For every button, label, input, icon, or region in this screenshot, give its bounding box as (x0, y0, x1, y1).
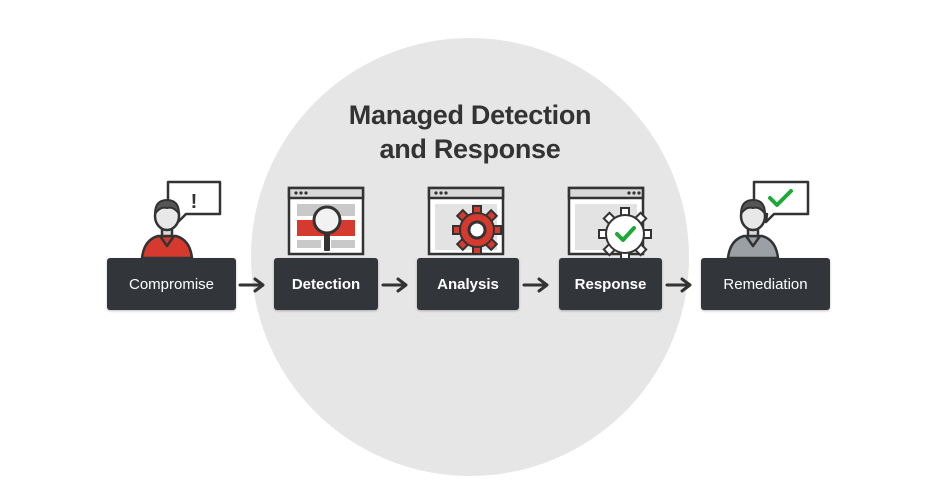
step-label: Analysis (437, 275, 499, 293)
gear-shape (598, 207, 652, 258)
person-figure (140, 198, 194, 260)
arrow-icon (522, 277, 549, 293)
magnifier-window-icon (287, 186, 365, 256)
step-remediation: Remediation (701, 258, 830, 310)
step-compromise: Compromise (107, 258, 236, 310)
title-line-2: and Response (379, 134, 561, 164)
step-label: Response (574, 275, 647, 293)
step-label: Remediation (723, 275, 808, 293)
gear-shape (452, 205, 502, 255)
step-detection: Detection (274, 258, 378, 310)
alert-person-icon: ! (140, 180, 222, 260)
gear-window-icon (427, 186, 505, 256)
person-figure (726, 198, 780, 260)
step-label: Detection (291, 275, 361, 293)
check-person-icon (726, 180, 810, 260)
step-label: Compromise (128, 275, 215, 293)
title-line-1: Managed Detection (348, 100, 592, 130)
step-analysis: Analysis (417, 258, 519, 310)
alert-mark: ! (191, 191, 198, 213)
diagram-title: Managed Detection and Response (300, 98, 640, 166)
background-circle (251, 38, 689, 476)
check-gear-window-icon (567, 186, 652, 258)
step-response: Response (559, 258, 662, 310)
arrow-icon (381, 277, 408, 293)
arrow-icon (665, 277, 692, 293)
arrow-icon (238, 277, 265, 293)
